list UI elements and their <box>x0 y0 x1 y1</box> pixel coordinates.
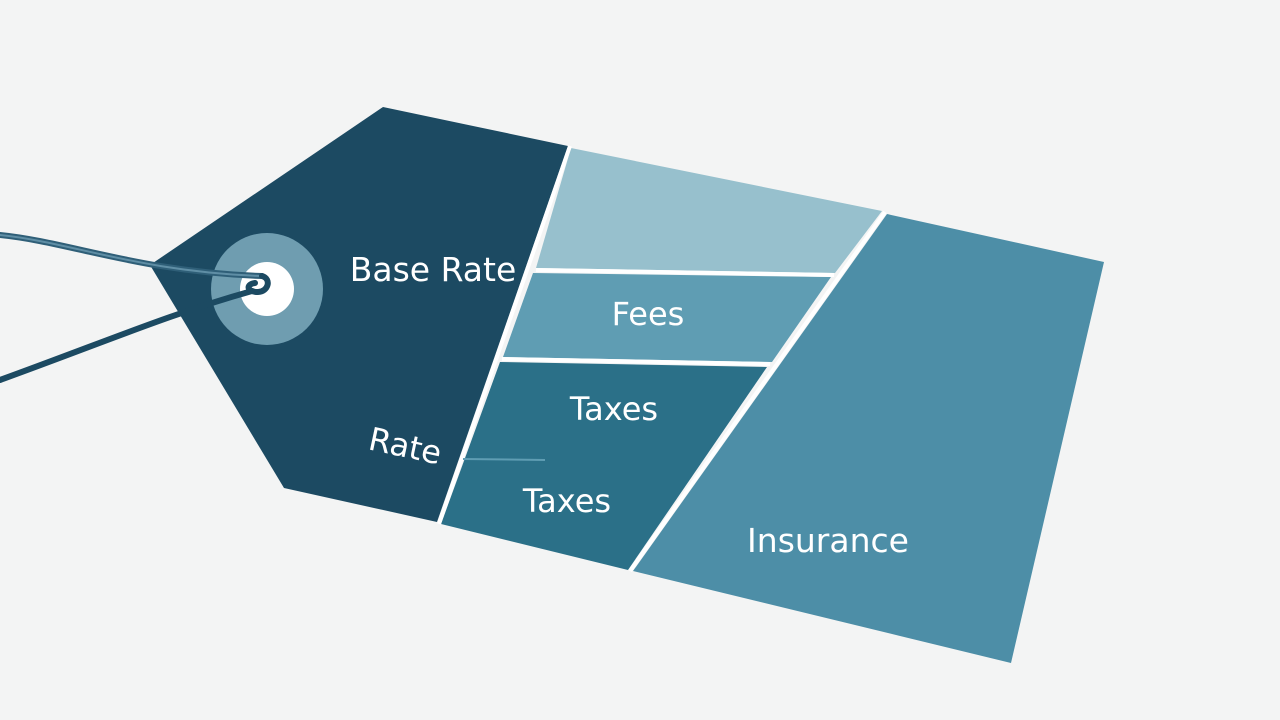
tag-string-lower <box>0 288 255 383</box>
taxes-upper-label: Taxes <box>569 390 658 428</box>
fees-segment <box>503 273 831 362</box>
insurance-label: Insurance <box>747 521 909 560</box>
divider-fees-taxes <box>501 357 771 366</box>
base-rate-segment <box>150 107 568 522</box>
divider-base-rate <box>437 145 572 525</box>
insurance-segment <box>633 214 1104 663</box>
tag-string-loop <box>245 273 271 296</box>
tag-string-upper-highlight <box>0 234 263 277</box>
fees-label: Fees <box>612 295 685 333</box>
taxes-lower-label: Taxes <box>522 482 611 520</box>
divider-insurance <box>628 210 887 573</box>
top-blank-segment <box>536 148 882 273</box>
divider-top-fees <box>535 268 835 277</box>
taxes-segment <box>441 362 767 570</box>
base-rate-label: Base Rate <box>350 250 517 289</box>
divider-taxes-inner <box>462 458 546 461</box>
